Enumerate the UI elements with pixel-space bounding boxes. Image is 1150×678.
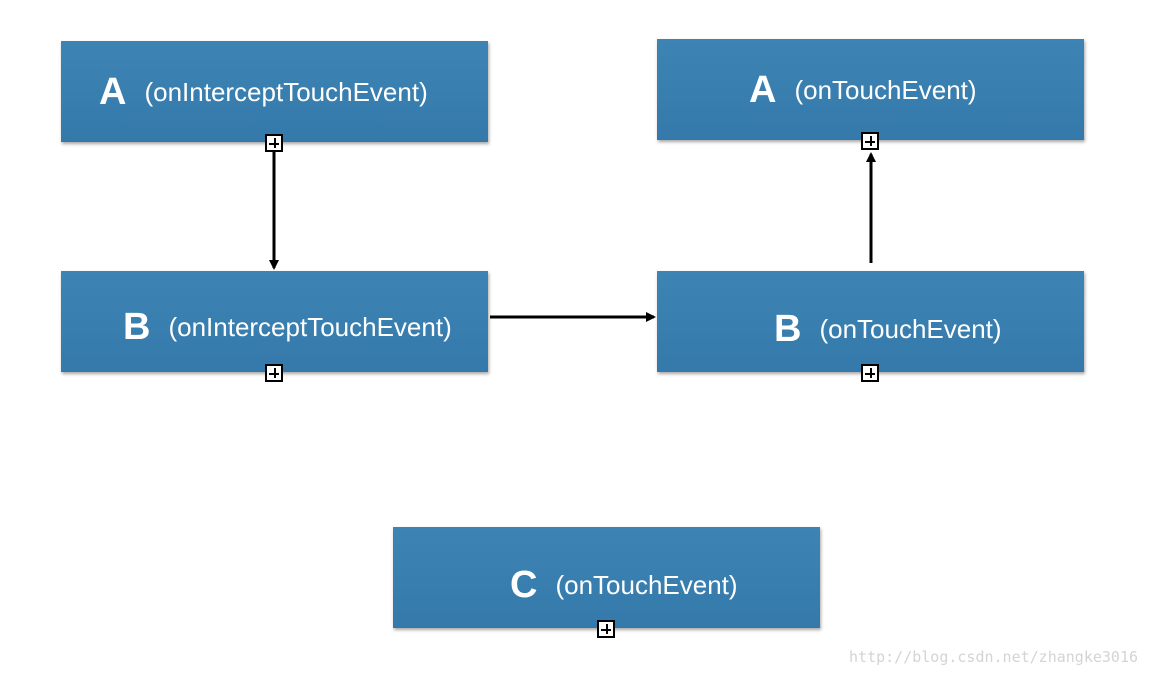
node-letter: B xyxy=(774,307,802,350)
node-b-touch[interactable]: B (onTouchEvent) xyxy=(657,271,1084,372)
node-method: (onInterceptTouchEvent) xyxy=(168,311,452,342)
expand-handle-icon[interactable] xyxy=(597,620,615,638)
node-method: (onInterceptTouchEvent) xyxy=(144,76,428,107)
expand-handle-icon[interactable] xyxy=(265,134,283,152)
node-a-touch[interactable]: A (onTouchEvent) xyxy=(657,39,1084,140)
node-c-touch[interactable]: C (onTouchEvent) xyxy=(393,527,820,628)
node-letter: B xyxy=(123,305,151,348)
node-letter: A xyxy=(99,70,127,113)
expand-handle-icon[interactable] xyxy=(265,364,283,382)
node-b-intercept[interactable]: B (onInterceptTouchEvent) xyxy=(61,271,488,372)
node-method: (onTouchEvent) xyxy=(819,313,1002,344)
node-letter: C xyxy=(510,563,538,606)
expand-handle-icon[interactable] xyxy=(861,132,879,150)
node-a-intercept[interactable]: A (onInterceptTouchEvent) xyxy=(61,41,488,142)
node-method: (onTouchEvent) xyxy=(794,74,977,105)
node-letter: A xyxy=(749,68,777,111)
watermark: http://blog.csdn.net/zhangke3016 xyxy=(849,648,1138,666)
expand-handle-icon[interactable] xyxy=(861,364,879,382)
node-method: (onTouchEvent) xyxy=(555,569,738,600)
